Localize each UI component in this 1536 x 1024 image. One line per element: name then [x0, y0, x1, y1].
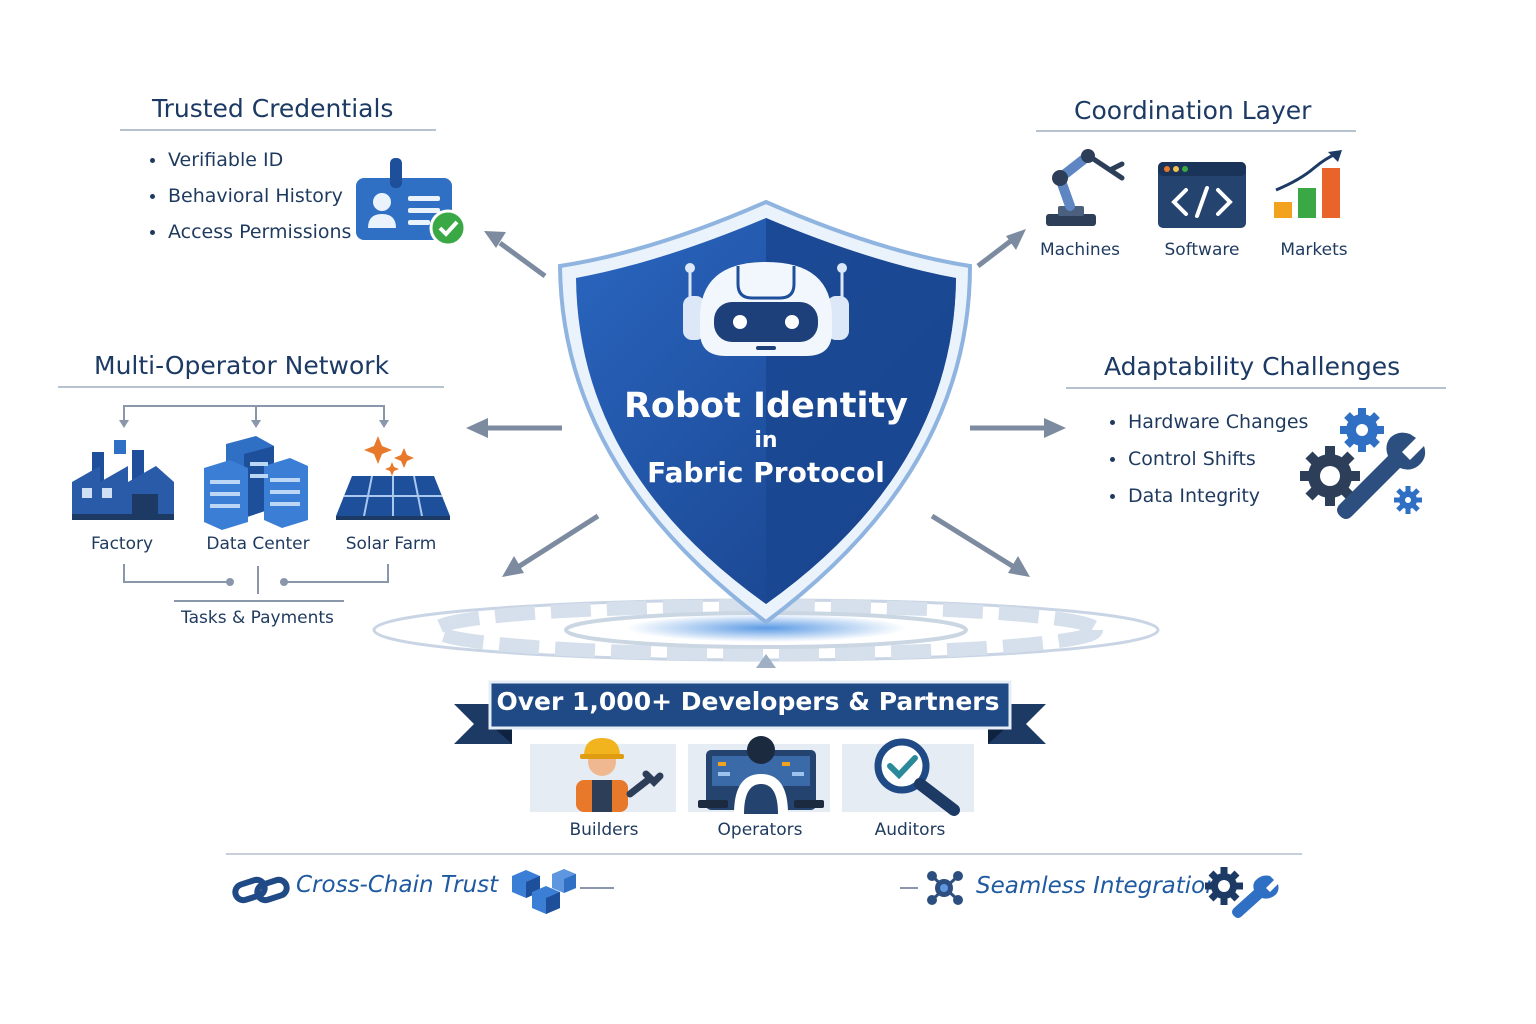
builder-icon: [576, 738, 664, 812]
multi-operator-rule: [58, 386, 444, 388]
operators-label: Operators: [717, 820, 803, 840]
adaptability-title: Adaptability Challenges: [1104, 352, 1401, 381]
coordination-layer-title: Coordination Layer: [1074, 96, 1312, 125]
robot-head-icon: [683, 262, 849, 356]
adaptability-item: Hardware Changes: [1108, 404, 1308, 441]
footer-divider: [226, 853, 1302, 855]
credential-item: Access Permissions: [148, 214, 351, 250]
trusted-credentials-list: Verifiable ID Behavioral History Access …: [148, 142, 351, 250]
robot-arm-icon: [1046, 149, 1125, 226]
builders-label: Builders: [569, 820, 639, 840]
adaptability-rule: [1066, 387, 1446, 389]
arrow-bottom-left: [516, 513, 600, 570]
multi-operator-title: Multi-Operator Network: [94, 351, 390, 380]
cross-chain-trust-label: Cross-Chain Trust: [296, 872, 499, 898]
blocks-cubes-icon: [512, 869, 614, 914]
growth-chart-icon: [1274, 150, 1342, 218]
id-card-check-icon: [356, 158, 467, 247]
gears-wrench-icon: [1300, 408, 1426, 519]
data-center-label: Data Center: [206, 534, 310, 554]
arrow-bottom-right: [930, 513, 1016, 570]
coordination-software-label: Software: [1164, 240, 1240, 260]
credential-item: Behavioral History: [148, 178, 351, 214]
trusted-credentials-rule: [120, 129, 436, 131]
center-subtitle: Fabric Protocol: [647, 456, 885, 489]
arrow-to-coordination: [976, 238, 1014, 268]
center-connector: in: [754, 428, 778, 453]
chain-link-icon: [232, 876, 290, 904]
central-shield: [372, 199, 1160, 668]
solar-farm-label: Solar Farm: [345, 534, 437, 554]
center-title: Robot Identity: [623, 386, 909, 426]
arrow-to-credentials: [498, 240, 547, 279]
factory-label: Factory: [90, 534, 154, 554]
adaptability-item: Data Integrity: [1108, 478, 1308, 515]
coordination-markets-label: Markets: [1280, 240, 1348, 260]
banner-ribbon: [454, 680, 1046, 744]
adaptability-list: Hardware Changes Control Shifts Data Int…: [1108, 404, 1308, 515]
adaptability-item: Control Shifts: [1108, 441, 1308, 478]
factory-icon: [72, 440, 174, 520]
tasks-payments-label: Tasks & Payments: [181, 608, 334, 628]
data-center-icon: [204, 436, 308, 530]
solar-panel-icon: [336, 436, 450, 520]
operator-icon: [698, 736, 824, 814]
coordination-layer-rule: [1036, 130, 1356, 132]
gear-wrench-icon: [1205, 867, 1279, 918]
credential-item: Verifiable ID: [148, 142, 351, 178]
banner-text: Over 1,000+ Developers & Partners: [496, 687, 1000, 716]
code-window-icon: [1158, 162, 1246, 228]
trusted-credentials-title: Trusted Credentials: [152, 94, 394, 123]
auditor-magnifier-icon: [874, 738, 960, 816]
ground-rings: [372, 598, 1160, 668]
seamless-integration-label: Seamless Integration: [976, 873, 1220, 899]
integration-network-icon: [900, 871, 963, 905]
auditors-label: Auditors: [874, 820, 946, 840]
coordination-machines-label: Machines: [1039, 240, 1121, 260]
